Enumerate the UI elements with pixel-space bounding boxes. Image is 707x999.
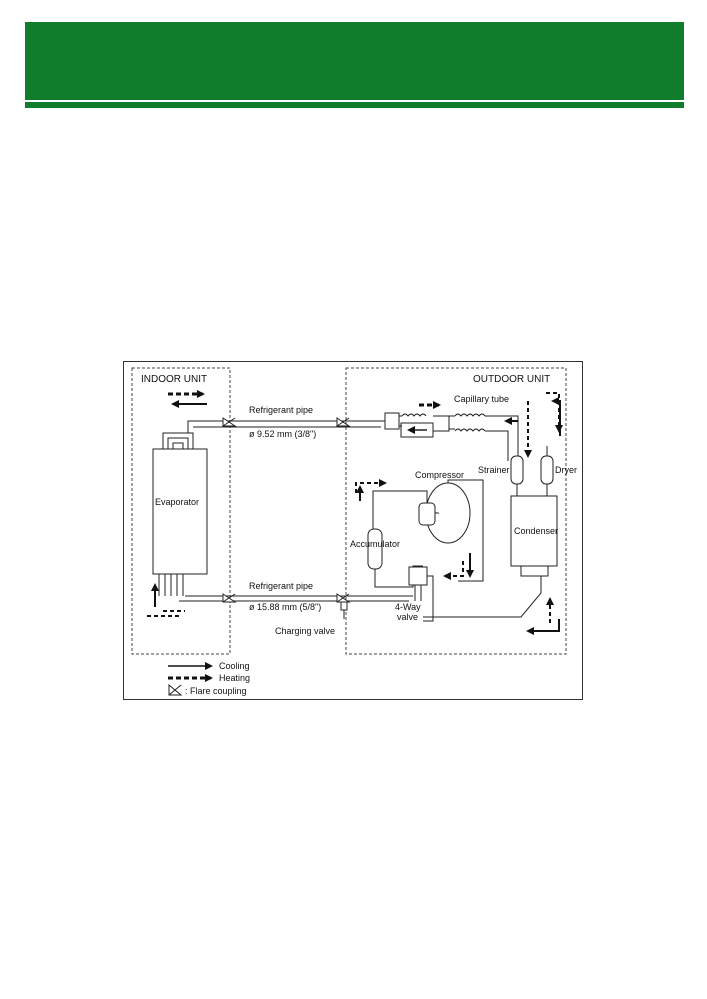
indoor-heating-arrow-lower (147, 610, 185, 617)
top-refrigerant-pipe (187, 420, 385, 433)
dryer (540, 446, 554, 496)
condenser (423, 484, 558, 618)
legend-heating-label: Heating (219, 673, 250, 683)
capillary-tube-label: Capillary tube (454, 394, 509, 404)
top-pipe-size: ø 9.52 mm (3/8") (249, 429, 316, 439)
header-divider (25, 102, 684, 108)
accumulator (367, 528, 423, 588)
outdoor-unit-label: OUTDOOR UNIT (473, 374, 550, 385)
capillary-tube-assembly (384, 412, 519, 461)
compressor-label: Compressor (415, 470, 464, 480)
charging-valve-label: Charging valve (275, 626, 335, 636)
outdoor-cooling-arrow-lower (526, 619, 560, 635)
four-way-valve-label-2: valve (397, 612, 418, 622)
header-banner (25, 22, 684, 100)
four-way-valve (408, 566, 434, 622)
compressor-heating-arrow-right (443, 561, 464, 580)
accumulator-label: Accumulator (350, 539, 400, 549)
compressor (372, 479, 484, 582)
indoor-unit-box (131, 367, 231, 655)
top-flare-coupling-indoor (222, 417, 237, 427)
legend-cooling-label: Cooling (219, 661, 250, 671)
dryer-label: Dryer (555, 465, 577, 475)
evaporator-coil (152, 432, 208, 596)
legend-flare-coupling-icon (168, 683, 183, 696)
condenser-label: Condenser (514, 526, 558, 536)
refrigerant-cycle-diagram: INDOOR UNIT OUTDOOR UNIT Evaporator Refr… (123, 361, 583, 700)
indoor-unit-label: INDOOR UNIT (141, 374, 207, 385)
outdoor-unit-box (345, 367, 567, 655)
strainer-label: Strainer (478, 465, 510, 475)
charging-valve (336, 593, 351, 619)
legend-flare-coupling-label: : Flare coupling (185, 686, 247, 696)
bottom-flare-coupling-indoor (222, 593, 237, 603)
evaporator-label: Evaporator (155, 497, 199, 507)
top-flare-coupling-outdoor (336, 417, 351, 427)
bottom-pipe-label: Refrigerant pipe (249, 581, 313, 591)
bottom-pipe-size: ø 15.88 mm (5/8") (249, 602, 321, 612)
four-way-valve-label-1: 4-Way (395, 602, 421, 612)
dryer-heating-arrow (546, 392, 563, 433)
top-pipe-label: Refrigerant pipe (249, 405, 313, 415)
